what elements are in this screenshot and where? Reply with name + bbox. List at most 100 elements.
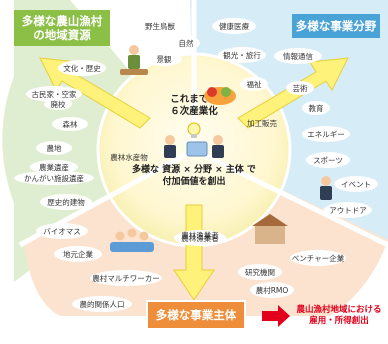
- resources-title: 多様な農山漁村 の地域資源: [14, 10, 110, 46]
- fields-item: アウトドア: [324, 202, 372, 218]
- combo-text: 多様な 資源 × 分野 × 主体 で: [132, 163, 256, 175]
- resources-item: 古民家・空家: [26, 86, 82, 102]
- fields-item-oval: [274, 48, 322, 64]
- actors-item-label: 地元企業: [63, 249, 93, 259]
- actors-item-oval: [174, 230, 226, 246]
- fields-item-oval: [212, 18, 256, 34]
- actors-item-oval: [90, 270, 162, 286]
- divider-line: [192, 147, 388, 248]
- outcome-text-line: 農山漁村地域における: [296, 305, 382, 316]
- actors-item: ベンチャー企業: [290, 250, 346, 266]
- lightbulb-icon: [187, 122, 201, 138]
- resources-layer: 野生鳥獣自然景観文化・歴史古民家・空家廃校森林農地農業遺産かんがい施設遺産歴史的…: [14, 18, 200, 239]
- farmer-illustration: [120, 45, 148, 75]
- group-illustration: [110, 228, 154, 252]
- actors-item: 地元企業: [54, 246, 102, 262]
- fields-item-oval: [306, 152, 350, 168]
- resources-item-oval: [146, 52, 182, 66]
- resources-title-line: 多様な農山漁村: [21, 13, 103, 28]
- farmers-inner-label: 農林漁業者: [181, 230, 219, 240]
- fields-item: 教育: [302, 101, 330, 115]
- fields-title: 多様な事業分野: [292, 14, 380, 38]
- fields-item-label: 観光・旅行: [223, 50, 261, 60]
- resources-item-label: 景観: [157, 54, 172, 64]
- resources-item-label: 自然: [179, 38, 194, 48]
- actors-item-label: ベンチャー企業: [292, 253, 345, 263]
- actors-item-label: 農的関係人口: [80, 299, 125, 309]
- actors-item-label: 農村マルチワーカー: [92, 273, 160, 283]
- resources-item-oval: [14, 171, 94, 185]
- actors-item: 農村RMO: [250, 282, 294, 298]
- resources-item-label: かんがい施設遺産: [24, 173, 84, 183]
- woman-illustration: [320, 176, 332, 200]
- fields-item-oval: [334, 176, 378, 192]
- actors-item-oval: [250, 282, 294, 298]
- resources-item-oval: [36, 141, 72, 155]
- resources-item: かんがい施設遺産: [14, 171, 94, 185]
- resources-item-oval: [30, 160, 78, 174]
- people-puzzle-illustration: [164, 135, 224, 158]
- resources-item: 文化・歴史: [58, 60, 106, 76]
- resources-title-line: の地域資源: [33, 28, 91, 42]
- actors-item: 農村マルチワーカー: [90, 270, 162, 286]
- resources-item-oval: [138, 18, 182, 34]
- actors-item-oval: [290, 250, 346, 266]
- resources-item-label: 文化・歴史: [63, 63, 101, 73]
- resources-item-label: 農業遺産: [39, 162, 69, 172]
- resources-item: 農業遺産: [30, 160, 78, 174]
- actors-item-label: 農村RMO: [256, 285, 289, 295]
- processing-sales-label: 加工販売: [247, 118, 277, 128]
- resources-item-label: 農地: [47, 143, 62, 153]
- building-illustration: [252, 214, 288, 244]
- fields-item: イベント: [334, 176, 378, 192]
- resources-item-label: バイオマス: [43, 227, 81, 236]
- outcome-arrow: [262, 305, 290, 327]
- actors-title: 多様な事業主体: [146, 300, 246, 330]
- resources-item: 農地: [36, 141, 72, 155]
- fields-item-oval: [302, 126, 350, 142]
- resources-item: 自然: [172, 36, 200, 50]
- fields-item-label: イベント: [341, 180, 371, 189]
- fields-layer: 健康医療観光・旅行情報通信福祉芸術教育エネルギースポーツイベントアウトドア: [212, 18, 378, 218]
- fields-item: スポーツ: [306, 152, 350, 168]
- actors-title-text: 多様な事業主体: [155, 307, 237, 322]
- fields-item-label: 福祉: [247, 79, 262, 89]
- actors-item-label: 研究機関: [245, 267, 275, 277]
- resources-item-oval: [36, 223, 88, 239]
- resources-item: バイオマス: [36, 223, 88, 239]
- resources-item: 森林: [52, 117, 88, 131]
- resources-item: 野生鳥獣: [138, 18, 182, 34]
- actors-item: 農的関係人口: [72, 296, 132, 312]
- fields-item-label: アウトドア: [329, 206, 367, 215]
- fields-item: 福祉: [240, 77, 268, 91]
- resources-item-oval: [26, 86, 82, 102]
- fields-item-label: 健康医療: [219, 21, 249, 31]
- resources-item: 歴史的建物: [40, 194, 92, 210]
- agri-products-label: 農林水産物: [110, 152, 148, 162]
- actors-item-oval: [72, 296, 132, 312]
- fields-item-oval: [286, 81, 314, 95]
- resources-item-oval: [58, 60, 106, 76]
- fields-item-oval: [324, 202, 372, 218]
- resources-item-oval: [172, 36, 200, 50]
- arrow-to-actors: [173, 204, 215, 301]
- fields-item: エネルギー: [302, 126, 350, 142]
- resources-item-oval: [40, 194, 92, 210]
- resources-item-label: 森林: [63, 119, 78, 129]
- outcome-text: 農山漁村地域における 雇用・所得創出: [290, 302, 388, 330]
- outcome-text-line: 雇用・所得創出: [309, 316, 369, 326]
- fields-item-label: エネルギー: [307, 130, 345, 139]
- resources-item-label: 古民家・空家: [32, 89, 77, 99]
- fields-item: 観光・旅行: [218, 47, 266, 63]
- actors-item-label: 農林漁業者: [181, 233, 219, 243]
- resources-item: 景観: [146, 52, 182, 66]
- resources-item-oval: [52, 117, 88, 131]
- resources-item-label: 廃校: [51, 99, 66, 109]
- fields-item-label: スポーツ: [313, 156, 343, 165]
- actors-item: 農林漁業者: [174, 230, 226, 246]
- vegetables-illustration: [204, 87, 236, 105]
- fields-item-oval: [240, 77, 268, 91]
- actors-item-oval: [238, 264, 282, 280]
